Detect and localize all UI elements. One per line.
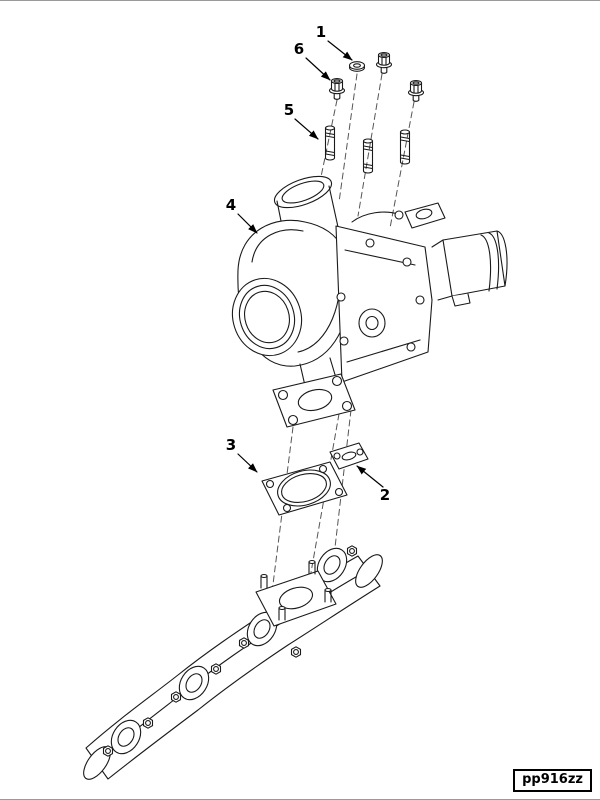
callout-label: 5 <box>284 101 294 119</box>
projection-line <box>389 101 415 229</box>
callout-label: 6 <box>294 40 304 58</box>
leader-line <box>294 118 319 140</box>
leader-line <box>237 453 258 473</box>
inlet-flange <box>273 175 333 209</box>
manifold-bolt <box>346 545 358 557</box>
turbine-inlet-opening <box>231 277 303 357</box>
manifold-bolt <box>142 717 154 729</box>
center-housing <box>335 225 433 383</box>
callout-label: 3 <box>226 436 236 454</box>
manifold-bolt <box>210 663 222 675</box>
outlet-flange <box>272 373 356 428</box>
leader-line <box>356 465 384 488</box>
mounting-hardware <box>328 52 425 102</box>
leader-line <box>305 57 331 81</box>
callout-5: 5 <box>284 101 319 140</box>
turbo-mounting-pad <box>255 559 337 627</box>
callouts: 1 6 5 4 3 2 <box>226 23 390 504</box>
callout-4: 4 <box>226 196 258 234</box>
washer <box>348 61 366 72</box>
actuator <box>431 230 508 307</box>
callout-label: 1 <box>316 23 326 41</box>
callout-3: 3 <box>226 436 258 473</box>
exhaust-manifold <box>83 542 383 780</box>
leader-line <box>327 40 353 61</box>
page-border-top <box>0 0 600 1</box>
callout-6: 6 <box>294 40 331 81</box>
figure-code: pp916zz <box>513 768 592 792</box>
callout-1: 1 <box>316 23 353 61</box>
turbocharger <box>231 175 508 428</box>
leader-line <box>237 213 258 234</box>
projection-line <box>338 73 358 203</box>
manifold-bolt <box>170 691 182 703</box>
callout-label: 4 <box>226 196 236 214</box>
studs <box>324 125 411 174</box>
callout-label: 2 <box>380 486 390 504</box>
manifold-bolt <box>290 646 302 658</box>
small-gasket <box>329 442 369 470</box>
bolt <box>407 80 425 102</box>
manifold-bolt <box>102 745 114 757</box>
manifold-end <box>355 554 383 588</box>
stud <box>324 125 336 161</box>
manifold-bolt <box>238 637 250 649</box>
bolt <box>375 52 393 74</box>
bolt <box>328 78 346 100</box>
projection-line <box>357 73 383 217</box>
turbo-gasket <box>261 461 348 516</box>
callout-2: 2 <box>356 465 390 504</box>
projection-line <box>333 409 352 557</box>
